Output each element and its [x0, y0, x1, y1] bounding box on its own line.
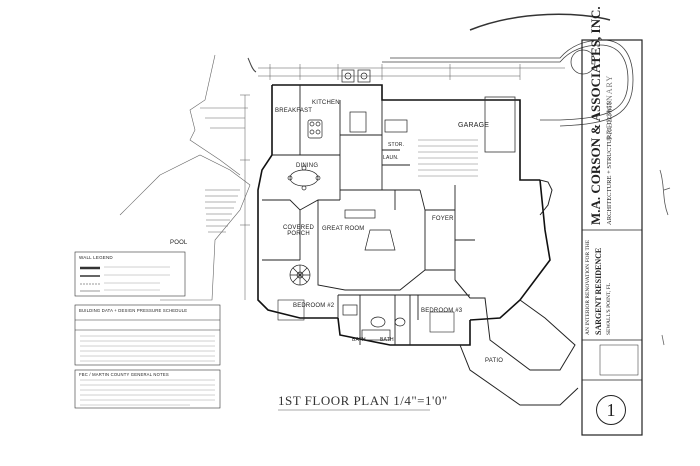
room-label-great-room: GREAT ROOM: [322, 226, 365, 232]
scan-mark-left: [247, 57, 257, 73]
great-room-fixtures: [344, 209, 396, 251]
pool-deck-outline: [119, 54, 251, 301]
room-label-breakfast: BREAKFAST: [275, 108, 313, 114]
kitchen-fixtures: [307, 69, 408, 139]
firm-name: M.A. CORSON & ASSOCIATES, INC.: [588, 6, 603, 225]
room-label-garage: GARAGE: [458, 122, 490, 129]
general-notes-title: FBC / MARTIN COUNTY GENERAL NOTES: [79, 372, 169, 377]
bath-fixtures: [342, 304, 406, 341]
project-location: SEWALL'S POINT, FL: [606, 282, 612, 335]
bedroom-furniture: [277, 299, 455, 333]
room-label-bedroom-2: BEDROOM #2: [293, 303, 335, 309]
general-notes-box: [74, 369, 221, 409]
wall-legend-box: [74, 251, 186, 297]
dining-table: [287, 165, 321, 191]
dimension-lines: [240, 64, 565, 300]
room-label-bath-left: BATH: [352, 337, 366, 343]
wall-legend-title: WALL LEGEND: [79, 255, 113, 260]
driveway-outline: [382, 39, 634, 127]
room-label-patio: PATIO: [485, 358, 504, 364]
drawing-title: 1ST FLOOR PLAN 1/4"=1'0": [278, 393, 448, 408]
margin-mark: [661, 334, 665, 346]
exterior-walls: [257, 84, 551, 346]
room-label-bedroom-3: BEDROOM #3: [421, 308, 463, 314]
spiral-stair: [289, 264, 311, 286]
schedule-title: BUILDING DATA + DESIGN PRESSURE SCHEDULE: [79, 308, 188, 313]
garage-hatch: [418, 96, 516, 177]
room-label-storage: STOR.: [388, 142, 405, 148]
preliminary-stamp: PRELIMINARY: [605, 74, 614, 140]
room-label-kitchen: KITCHEN: [312, 100, 340, 106]
interior-walls: [262, 85, 475, 345]
project-line-1: AN INTERIOR RENOVATION FOR THE: [585, 239, 591, 335]
room-label-dining: DINING: [296, 163, 319, 169]
project-name: SARGENT RESIDENCE: [594, 247, 603, 335]
room-label-bath-right: BATH: [380, 337, 394, 343]
sheet-number-badge: 1: [596, 395, 626, 425]
room-label-foyer: FOYER: [432, 216, 454, 222]
room-label-laundry: LAUN.: [383, 155, 399, 161]
title-block-frame: [581, 39, 643, 436]
scan-mark-top: [469, 13, 611, 31]
design-pressure-schedule-box: [74, 304, 221, 366]
margin-handwriting: [659, 169, 671, 216]
room-label-covered-porch: COVERED PORCH: [283, 225, 315, 237]
room-label-pool: POOL: [170, 240, 188, 246]
patio-walls: [454, 179, 579, 406]
